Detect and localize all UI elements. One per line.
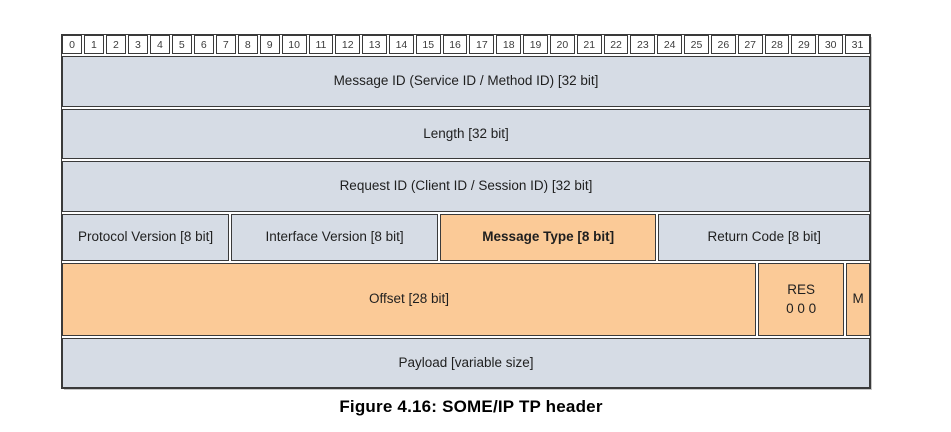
field-offset: Offset [28 bit] (62, 263, 757, 336)
row-length: Length [32 bit] (62, 109, 870, 159)
row-payload: Payload [variable size] (62, 338, 870, 388)
bit-label-21: 21 (576, 35, 602, 54)
bit-label-31: 31 (845, 35, 870, 54)
bit-ruler: 0 1 2 3 4 5 6 7 8 9 10 11 12 13 14 15 16… (62, 35, 870, 54)
field-length: Length [32 bit] (62, 109, 870, 159)
bit-label-30: 30 (818, 35, 844, 54)
bit-label-11: 11 (308, 35, 334, 54)
reserved-bits: 0 0 0 (786, 300, 817, 316)
reserved-label: RES (787, 282, 816, 298)
bit-label-6: 6 (193, 35, 214, 54)
field-message-type: Message Type [8 bit] (440, 214, 657, 261)
bit-label-20: 20 (549, 35, 575, 54)
bit-label-16: 16 (442, 35, 468, 54)
row-tp-header: Offset [28 bit] RES 0 0 0 M (62, 263, 870, 336)
bit-label-0: 0 (62, 35, 82, 54)
field-more-segments-flag: M (846, 263, 870, 336)
bit-label-3: 3 (127, 35, 148, 54)
bit-label-23: 23 (630, 35, 656, 54)
bit-label-27: 27 (737, 35, 763, 54)
bit-label-19: 19 (523, 35, 548, 54)
field-reserved: RES 0 0 0 (758, 263, 845, 336)
bit-label-17: 17 (469, 35, 495, 54)
bit-label-22: 22 (603, 35, 629, 54)
figure-caption: Figure 4.16: SOME/IP TP header (339, 397, 603, 416)
field-protocol-version: Protocol Version [8 bit] (62, 214, 230, 261)
bit-label-4: 4 (149, 35, 170, 54)
field-payload: Payload [variable size] (62, 338, 870, 388)
row-message-id: Message ID (Service ID / Method ID) [32 … (62, 56, 870, 107)
bit-label-24: 24 (657, 35, 683, 54)
bit-label-26: 26 (710, 35, 736, 54)
bit-label-13: 13 (362, 35, 387, 54)
bit-label-2: 2 (105, 35, 126, 54)
row-request-id: Request ID (Client ID / Session ID) [32 … (62, 161, 870, 212)
field-interface-version: Interface Version [8 bit] (231, 214, 439, 261)
bit-label-7: 7 (215, 35, 236, 54)
field-return-code: Return Code [8 bit] (658, 214, 870, 261)
bit-label-28: 28 (764, 35, 790, 54)
bit-label-14: 14 (389, 35, 414, 54)
bit-label-29: 29 (791, 35, 817, 54)
bit-label-25: 25 (684, 35, 709, 54)
bit-label-10: 10 (281, 35, 307, 54)
bit-label-1: 1 (83, 35, 104, 54)
field-message-id: Message ID (Service ID / Method ID) [32 … (62, 56, 870, 107)
bit-label-9: 9 (259, 35, 280, 54)
field-request-id: Request ID (Client ID / Session ID) [32 … (62, 161, 870, 212)
someip-tp-header-diagram: 0 1 2 3 4 5 6 7 8 9 10 11 12 13 14 15 16… (61, 34, 871, 389)
bit-label-5: 5 (171, 35, 192, 54)
row-versions-type-code: Protocol Version [8 bit] Interface Versi… (62, 214, 870, 261)
bit-label-8: 8 (237, 35, 258, 54)
bit-label-15: 15 (415, 35, 441, 54)
bit-label-12: 12 (335, 35, 361, 54)
bit-label-18: 18 (496, 35, 522, 54)
